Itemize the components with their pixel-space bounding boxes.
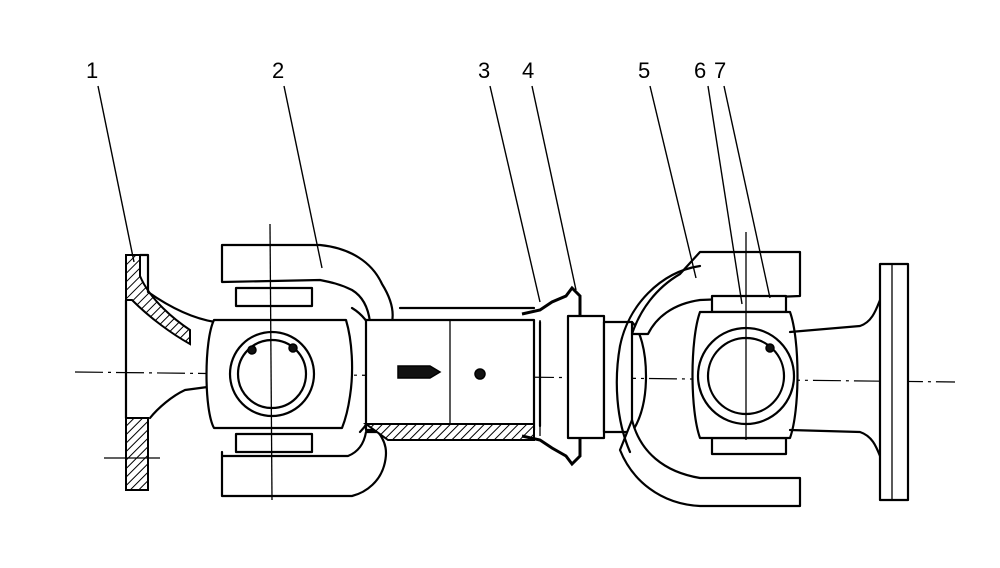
callout-5: 5 bbox=[638, 58, 650, 83]
callout-6: 6 bbox=[694, 58, 706, 83]
callout-4: 4 bbox=[522, 58, 534, 83]
callout-7: 7 bbox=[714, 58, 726, 83]
dust-boot bbox=[521, 285, 582, 467]
left-yoke bbox=[205, 223, 394, 501]
callout-1: 1 bbox=[86, 58, 98, 83]
callout-2: 2 bbox=[272, 58, 284, 83]
callout-3: 3 bbox=[478, 58, 490, 83]
leader-lines bbox=[97, 85, 771, 305]
right-flange bbox=[788, 262, 910, 502]
right-yoke bbox=[615, 232, 802, 508]
slip-hub bbox=[566, 314, 648, 440]
left-flange bbox=[104, 253, 217, 491]
shaft bbox=[362, 306, 542, 441]
